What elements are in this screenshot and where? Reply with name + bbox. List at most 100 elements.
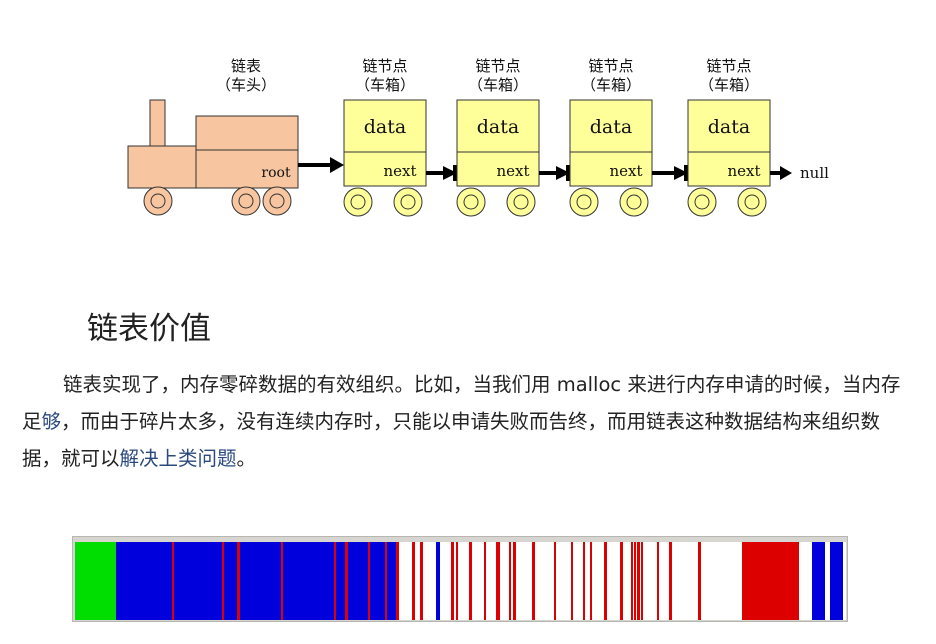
memory-block [532, 542, 535, 620]
head-label: 链表 [231, 57, 261, 75]
node-wheel [456, 187, 486, 217]
linked-list-node: 链节点（车箱） data next [687, 57, 771, 217]
next-pointer-arrow [770, 166, 792, 180]
memory-block [641, 542, 643, 620]
node-label: 链节点 [475, 57, 520, 75]
memory-block [799, 542, 812, 620]
memory-block [554, 542, 556, 620]
memory-block [511, 542, 513, 620]
locomotive: 链表 （车头） root [127, 57, 299, 216]
paragraph-text-3: 。 [236, 447, 257, 470]
memory-block [172, 542, 174, 620]
node-wheel [506, 187, 536, 217]
node-wheel [619, 187, 649, 217]
memory-block [672, 542, 698, 620]
locomotive-wheel [231, 186, 261, 216]
node-label: 链节点 [588, 57, 633, 75]
memory-block [742, 542, 799, 620]
node-next-text: next [383, 162, 416, 180]
memory-block [454, 542, 456, 620]
node-label: 链节点 [706, 57, 751, 75]
memory-block [825, 542, 830, 620]
locomotive-root-box [195, 149, 299, 189]
node-data-field [687, 99, 771, 153]
memory-block [396, 542, 399, 620]
node-next-field [343, 151, 427, 187]
node-data-text: data [590, 116, 632, 138]
memory-block [486, 542, 496, 620]
node-wheel [343, 187, 373, 217]
memory-block [469, 542, 472, 620]
memory-block [633, 542, 634, 620]
node-next-field [569, 151, 653, 187]
node-data-text: data [708, 116, 750, 138]
memory-block [399, 542, 412, 620]
paragraph-highlight-1: 够 [41, 410, 62, 433]
node-sublabel: （车箱） [699, 76, 759, 94]
memory-block [174, 542, 222, 620]
node-next-field [456, 151, 540, 187]
null-terminator-label: null [800, 164, 829, 182]
section-paragraph: 链表实现了，内存零碎数据的有效组织。比如，当我们用 malloc 来进行内存申请… [22, 366, 912, 477]
paragraph-text-1: 链表实现了，内存零碎数据的有效组织。比如，当我们用 malloc 来进行内存申请… [22, 373, 901, 433]
node-wheel [737, 187, 767, 217]
memory-block [571, 542, 573, 620]
locomotive-cabin [195, 115, 299, 151]
memory-block [590, 542, 592, 620]
memory-block [701, 542, 742, 620]
node-wheel [393, 187, 423, 217]
node-data-field [343, 99, 427, 153]
memory-block [472, 542, 484, 620]
memory-block [75, 542, 116, 620]
memory-block [456, 542, 458, 620]
memory-block [222, 542, 224, 620]
paragraph-text-2: ，而由于碎片太多，没有连续内存时，只能以申请失败而告终，而用链表这种数据结构来组… [22, 410, 881, 470]
memory-block [513, 542, 516, 620]
memory-fragmentation-bar [75, 542, 846, 620]
memory-block [698, 542, 701, 620]
locomotive-wheel [143, 186, 173, 216]
linked-list-train-diagram: 链表 （车头） root 链节点（车箱）datanext链节点（车箱）datan… [127, 57, 829, 217]
memory-block [516, 542, 532, 620]
memory-block [643, 542, 657, 620]
memory-block [535, 542, 554, 620]
memory-block [484, 542, 486, 620]
memory-block [368, 542, 370, 620]
memory-block [631, 542, 633, 620]
next-pointer-arrow [426, 165, 457, 181]
memory-block [592, 542, 604, 620]
memory-block [370, 542, 385, 620]
memory-block [451, 542, 454, 620]
memory-block [604, 542, 607, 620]
memory-block [669, 542, 672, 620]
memory-block [830, 542, 843, 620]
memory-block [657, 542, 659, 620]
node-next-field [687, 151, 771, 187]
next-pointer-arrow [652, 165, 688, 181]
memory-block [412, 542, 415, 620]
next-pointer-arrow [539, 165, 570, 181]
node-next-text: next [609, 162, 642, 180]
node-next-text: next [496, 162, 529, 180]
node-data-text: data [364, 116, 406, 138]
memory-block [415, 542, 420, 620]
memory-block [345, 542, 348, 620]
memory-block [420, 542, 423, 620]
memory-block [458, 542, 469, 620]
memory-block [334, 542, 336, 620]
node-wheel [687, 187, 717, 217]
locomotive-wheel [262, 186, 292, 216]
node-next-text: next [727, 162, 760, 180]
memory-block [640, 542, 641, 620]
locomotive-chimney [149, 99, 166, 147]
head-sublabel: （车头） [216, 76, 276, 94]
memory-block [623, 542, 631, 620]
memory-block [659, 542, 669, 620]
memory-block [636, 542, 637, 620]
memory-block [500, 542, 509, 620]
node-wheel [569, 187, 599, 217]
locomotive-front [127, 145, 197, 189]
